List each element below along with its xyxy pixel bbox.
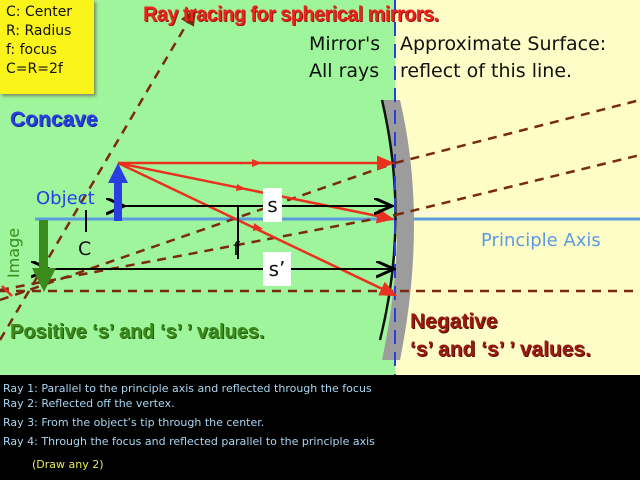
ray-3: Ray 3: From the object’s tip through the…: [3, 416, 265, 429]
rays-list: Ray 1: Parallel to the principle axis an…: [3, 382, 375, 448]
image-label: Image: [4, 227, 23, 278]
object-arrow-head: [108, 163, 128, 183]
rays-panel: [0, 375, 640, 480]
object-label: Object: [36, 188, 95, 209]
s-prime-label: s’: [263, 252, 291, 286]
object-arrow-shaft: [114, 180, 122, 221]
legend-box: C: Center R: Radius f: focus C=R=2f: [0, 0, 94, 94]
mirror-note-left-2: All rays: [309, 60, 380, 82]
ray-diagram: [0, 0, 640, 375]
ray-4: Ray 4: Through the focus and reflected p…: [3, 435, 375, 448]
mirror-note-left-1: Mirror's: [309, 33, 381, 55]
negative-values-line1: Negative: [410, 310, 498, 333]
focus-label: f: [233, 238, 240, 260]
mirror-note-right-1: Approximate Surface:: [400, 33, 607, 55]
ray-1: Ray 1: Parallel to the principle axis an…: [3, 382, 372, 395]
legend-center: C: Center: [6, 4, 73, 20]
negative-region-background: [395, 0, 640, 375]
mirror-type-label: Concave: [10, 108, 98, 131]
center-label: C: [78, 238, 92, 260]
negative-values-line2: ‘s’ and ‘s’ ’ values.: [410, 338, 591, 361]
negative-values-label: Negative ‘s’ and ‘s’ ’ values.: [410, 308, 591, 364]
s-label: s: [263, 188, 282, 222]
page-title: Ray tracing for spherical mirrors.: [143, 3, 439, 26]
draw-any-note: (Draw any 2): [32, 458, 104, 471]
ray-2: Ray 2: Reflected off the vertex.: [3, 397, 175, 410]
image-arrow-shaft: [39, 220, 48, 275]
legend-focus: f: focus: [6, 42, 57, 58]
mirror-surface: [382, 100, 414, 360]
principle-axis-label: Principle Axis: [481, 230, 601, 251]
legend-relation: C=R=2f: [6, 61, 63, 77]
image-arrow-head: [32, 268, 56, 292]
legend-radius: R: Radius: [6, 23, 72, 39]
mirror-note-right-2: reflect of this line.: [400, 60, 573, 82]
positive-values-label: Positive ‘s’ and ‘s’ ’ values.: [10, 321, 265, 343]
